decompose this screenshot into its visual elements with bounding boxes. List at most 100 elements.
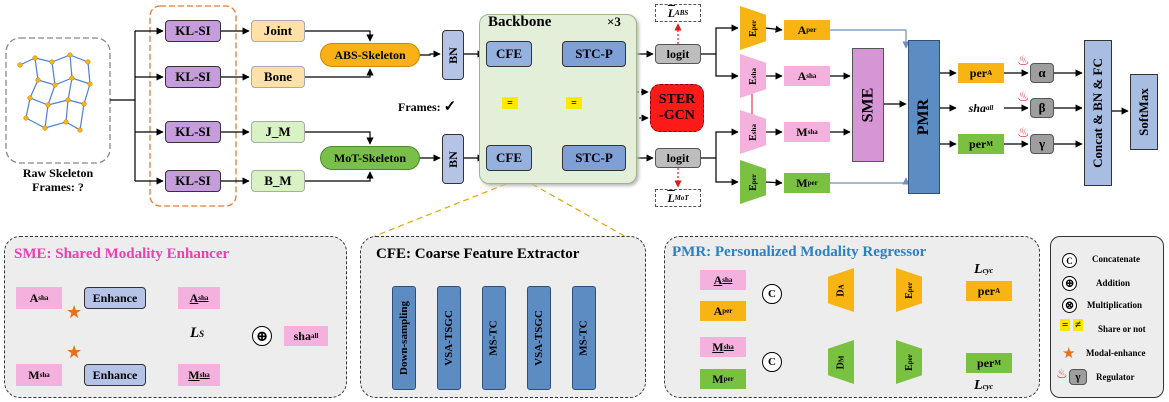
- input-bone: Bone: [251, 66, 305, 88]
- input-bone-motion: B_M: [251, 170, 305, 192]
- legend-regulator-icon: γ: [1069, 369, 1087, 385]
- sme-loss: LS: [190, 325, 205, 341]
- decoder-a: DA: [828, 268, 854, 312]
- legend-regulator-label: Regulator: [1096, 372, 1135, 382]
- regulator-gamma: γ: [1030, 134, 1054, 154]
- bn-abs: BN: [442, 30, 464, 80]
- concatenate-icon: C: [762, 352, 782, 372]
- pmr-panel-title: PMR: Personalized Modality Regressor: [672, 244, 927, 260]
- connector-arrow: [830, 29, 910, 49]
- cfe-block-ms-tc-1: MS-TC: [482, 286, 506, 390]
- legend-concatenate-icon: C: [1062, 253, 1077, 268]
- softmax-node: SoftMax: [1130, 74, 1158, 150]
- cfe-panel-title: CFE: Coarse Feature Extractor: [376, 246, 580, 262]
- modal-enhance-star-icon: ★: [66, 342, 83, 362]
- flame-icon: ♨: [1017, 54, 1030, 69]
- legend-concatenate-label: Concatenate: [1092, 254, 1140, 264]
- pmr-node: PMR: [908, 40, 940, 194]
- logit-abs: logit: [655, 44, 701, 64]
- ster-gcn-node: STER-GCN: [650, 84, 704, 132]
- flame-icon: ♨: [1017, 126, 1030, 141]
- share-marker-stcp: =: [566, 97, 582, 109]
- cfe-block-ms-tc-2: MS-TC: [572, 286, 596, 390]
- connector-arrow: [305, 171, 374, 182]
- concatenate-icon: C: [762, 284, 782, 304]
- mot-skeleton-node: MoT-Skeleton: [320, 146, 420, 170]
- legend-multiplication-icon: ⊗: [1062, 298, 1077, 313]
- decoder-m: DM: [828, 340, 854, 384]
- legend-addition-label: Addition: [1096, 278, 1131, 288]
- connector-arrow: [305, 131, 374, 145]
- skeleton-figure: [19, 54, 91, 131]
- pmr-loss-cyc-m: Lcyc: [974, 378, 994, 393]
- connector-arrow: [830, 177, 910, 185]
- kl-si-joint-motion: KL-SI: [165, 121, 221, 143]
- connector-arrow: [701, 128, 739, 159]
- enhance-m: Enhance: [84, 364, 146, 386]
- flame-icon: ♨: [1017, 90, 1030, 105]
- legend-share-icon: = ≠: [1060, 319, 1084, 331]
- legend-flame-icon: ♨: [1056, 366, 1068, 381]
- pmr-loss-cyc-a: Lcyc: [974, 262, 994, 277]
- input-joint-motion: J_M: [251, 121, 305, 143]
- abs-skeleton-node: ABS-Skeleton: [320, 43, 420, 67]
- stcp-mot: STC-P: [562, 145, 626, 171]
- connector-arrow: [305, 30, 374, 42]
- kl-si-bone: KL-SI: [165, 66, 221, 88]
- backbone-repeat: ×3: [607, 14, 621, 29]
- legend-share-label: Share or not: [1098, 324, 1146, 334]
- cfe-block-downsampling: Down-sampling: [392, 286, 416, 390]
- encoder-per-a: Eper: [896, 268, 922, 312]
- encoder-per-m: Eper: [896, 340, 922, 384]
- connector-arrow: [701, 24, 739, 55]
- backbone-title: Backbone: [488, 14, 552, 30]
- legend-multiplication-label: Multiplication: [1087, 300, 1143, 310]
- logit-mot: logit: [655, 148, 701, 168]
- input-joint: Joint: [251, 20, 305, 42]
- sme-panel-title: SME: Shared Modality Enhancer: [14, 246, 230, 262]
- connector-arrow: [420, 50, 441, 58]
- legend-star-icon: ★: [1062, 346, 1076, 362]
- concat-bn-fc-node: Concat & BN & FC: [1084, 40, 1112, 186]
- kl-si-group-frame: [149, 5, 237, 207]
- share-marker-cfe: =: [502, 97, 518, 109]
- regulator-beta: β: [1030, 98, 1054, 118]
- legend-addition-icon: ⊕: [1062, 276, 1077, 291]
- connector-arrow: [715, 54, 739, 80]
- connector-arrow: [715, 158, 739, 186]
- connector-arrow: [765, 179, 783, 187]
- enhance-a: Enhance: [84, 287, 146, 309]
- kl-si-joint: KL-SI: [165, 20, 221, 42]
- cfe-mot: CFE: [486, 145, 532, 171]
- modal-enhance-star-icon: ★: [66, 302, 83, 322]
- cfe-block-vsa-tsgc-2: VSA-TSGC: [527, 286, 551, 390]
- legend-modal-enhance-label: Modal-enhance: [1086, 348, 1146, 358]
- cfe-abs: CFE: [486, 41, 532, 67]
- bn-mot: BN: [442, 134, 464, 184]
- stcp-abs: STC-P: [562, 41, 626, 67]
- cfe-block-vsa-tsgc-1: VSA-TSGC: [437, 286, 461, 390]
- connector-arrow: [765, 25, 783, 33]
